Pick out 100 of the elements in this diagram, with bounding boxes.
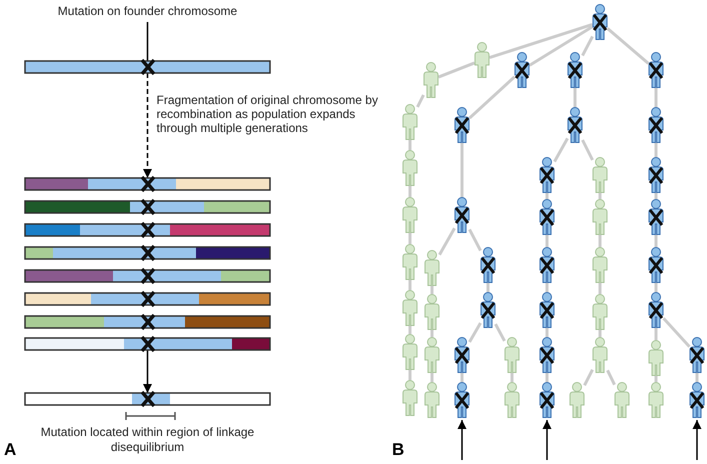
person-icon [592, 247, 608, 283]
crossed-person-icon [480, 292, 496, 328]
connector-line [494, 323, 506, 342]
connector-line [654, 193, 658, 199]
connector-line [528, 25, 594, 67]
chromosome-bar [24, 198, 271, 216]
crossed-person-icon [648, 52, 664, 88]
connector-line [598, 235, 602, 247]
person-icon [592, 337, 608, 373]
person-icon [424, 250, 440, 286]
person-icon [592, 199, 608, 235]
edge-label: Fragmentation of original chromosome by recombination as population expands through multiple generations [156, 92, 379, 134]
person-icon [424, 337, 440, 373]
person-icon [402, 380, 418, 416]
crossed-person-icon [540, 199, 554, 235]
crossed-person-icon [648, 157, 664, 193]
connector-line [430, 330, 434, 337]
crossed-person-icon [480, 247, 496, 283]
person-icon [402, 104, 418, 140]
crossed-person-icon [540, 157, 554, 193]
person-icon [570, 382, 584, 418]
connector-line [574, 88, 576, 107]
person-icon [402, 334, 418, 370]
connector-line [468, 322, 482, 343]
crossed-person-icon [540, 382, 554, 418]
annotation-text: Mutation on founder chromosome [25, 4, 270, 18]
chromosome-bar [24, 267, 271, 285]
connector-line [486, 283, 490, 292]
connector-line [510, 373, 514, 382]
connector-line [598, 330, 602, 337]
crossed-person-icon [648, 247, 664, 283]
crossed-person-icon [540, 292, 554, 328]
connector-line [438, 62, 476, 78]
person-icon [592, 294, 608, 330]
arrow [542, 420, 552, 460]
connector-line [583, 369, 594, 386]
chromosome-bar [24, 290, 271, 308]
panel-letter: A [4, 440, 18, 460]
crossed-person-icon [454, 197, 470, 233]
person-icon [504, 337, 520, 373]
crossed-person-icon [454, 337, 470, 373]
chromosome-bar [24, 58, 271, 76]
connector-line [654, 88, 658, 107]
connector-line [468, 76, 516, 120]
connector-line [598, 283, 602, 294]
connector-line [546, 283, 548, 292]
chromosome-bar [24, 221, 271, 239]
connector-line [546, 235, 548, 247]
connector-line [553, 138, 569, 162]
leader-line [146, 22, 148, 61]
connector-line [416, 94, 425, 108]
crossed-person-icon [648, 292, 664, 328]
connector-line [546, 328, 548, 337]
crossed-person-icon [568, 52, 582, 88]
panel-letter: B [392, 440, 406, 460]
crossed-person-icon [690, 337, 704, 373]
connector-line [662, 317, 691, 348]
connector-line [654, 235, 658, 247]
arrow [143, 350, 152, 393]
crossed-person-icon [592, 4, 608, 40]
caption-text: Mutation located within region of linkage disequilibrium [40, 425, 256, 455]
arrow [458, 420, 466, 460]
connector-line [489, 22, 593, 60]
crossed-person-icon [514, 52, 530, 88]
person-icon [474, 42, 490, 78]
connector-line [408, 370, 412, 380]
arrow [692, 420, 702, 460]
crossed-person-icon [540, 337, 554, 373]
connector-line [654, 143, 658, 157]
person-icon [424, 382, 440, 418]
person-icon [424, 294, 440, 330]
person-icon [424, 62, 438, 98]
crossed-person-icon [454, 382, 470, 418]
connector-line [606, 27, 650, 65]
connector-line [598, 193, 602, 199]
connector-line [606, 370, 616, 386]
connector-line [430, 286, 434, 294]
person-icon [402, 197, 418, 233]
connector-line [654, 376, 658, 382]
connector-line [654, 283, 658, 292]
connector-line [460, 143, 464, 197]
connector-line [654, 328, 658, 340]
connector-line [438, 228, 456, 256]
connector-line [408, 280, 412, 290]
person-icon [402, 244, 418, 280]
person-icon [402, 150, 418, 186]
connector-line [468, 228, 482, 252]
connector-line [408, 233, 412, 244]
connector-line [546, 373, 548, 382]
person-icon [648, 382, 664, 418]
chromosome-bar [24, 335, 271, 353]
connector-line [581, 139, 594, 161]
crossed-person-icon [568, 107, 582, 143]
connector-line [460, 373, 464, 382]
arrow [143, 73, 152, 178]
connector-line [581, 36, 594, 56]
person-icon [592, 157, 608, 193]
crossed-person-icon [690, 382, 704, 418]
connector-line [408, 186, 412, 197]
connector-line [408, 326, 412, 334]
